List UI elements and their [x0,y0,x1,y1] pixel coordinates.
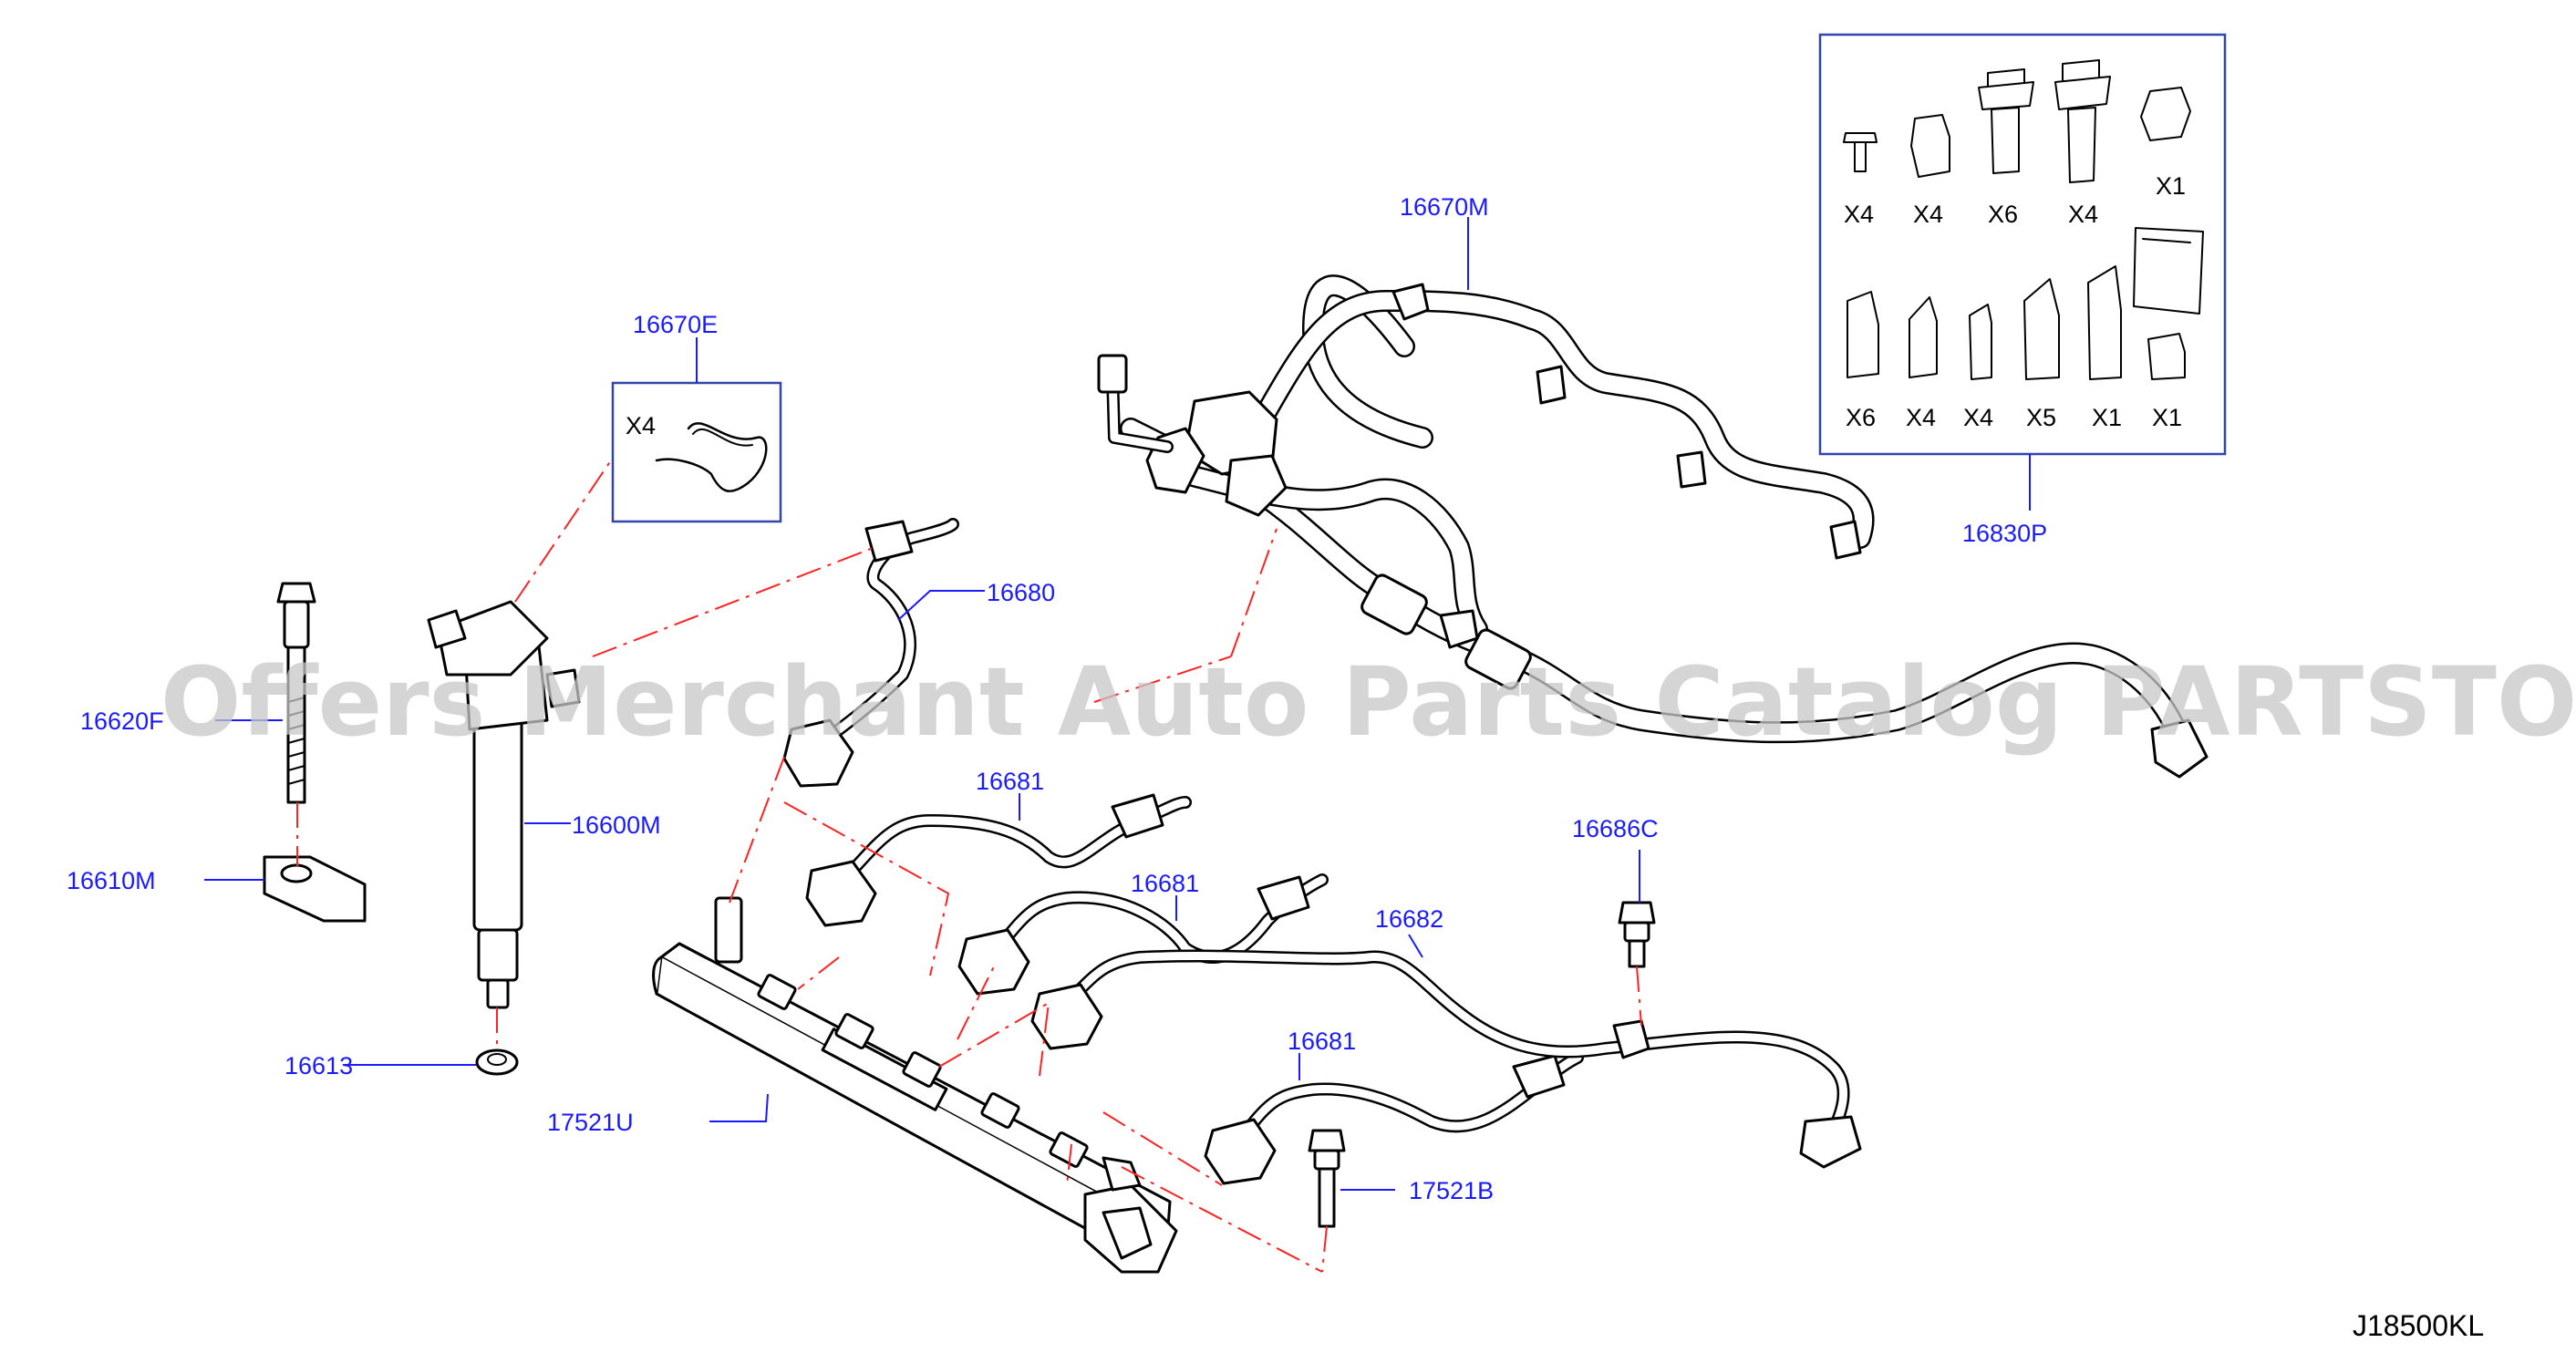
label-16680[interactable]: 16680 [987,579,1055,606]
label-16681-b[interactable]: 16681 [1131,870,1199,897]
injection-tube-a[interactable] [805,793,1192,927]
label-16670M[interactable]: 16670M [1400,193,1489,221]
injection-tube-16680[interactable] [782,518,959,788]
label-16830P[interactable]: 16830P [1962,520,2047,547]
label-16613[interactable]: 16613 [284,1052,353,1079]
fuel-rail[interactable] [652,896,1178,1274]
kit-qty-2-5: X1 [2092,404,2122,431]
label-16610M[interactable]: 16610M [67,867,156,894]
watermark-text: Offers Merchant Auto Parts Catalog PARTS… [160,646,2576,758]
return-hose-assembly[interactable] [1097,274,2209,779]
kit-qty-1-3: X6 [1988,201,2018,228]
kit-qty-1-4: X4 [2068,201,2098,228]
label-17521B[interactable]: 17521B [1409,1177,1494,1204]
rail-bolt[interactable] [1308,1129,1346,1228]
diagram-code: J18500KL [2353,1309,2484,1342]
kit-qty-1-5: X1 [2156,172,2186,200]
kit-detail-box [1818,33,2227,456]
label-16686C[interactable]: 16686C [1572,815,1659,842]
label-16681-a[interactable]: 16681 [976,768,1044,795]
injection-tube-c[interactable] [1204,1051,1584,1185]
kit-qty-2-4: X5 [2026,404,2056,431]
injector-washer[interactable] [475,1048,519,1076]
injector-clamp[interactable] [263,855,367,923]
injector-nozzle[interactable] [427,600,581,1009]
label-17521U[interactable]: 17521U [547,1109,634,1136]
clip-qty: X4 [626,412,656,439]
kit-qty-2-3: X4 [1963,404,1993,431]
label-16682[interactable]: 16682 [1375,905,1443,933]
quantity-labels: X4 X4 X4 X6 X4 X1 X6 X4 X4 X5 X1 X1 [626,172,2186,439]
part-number-labels: 16670M 16670E 16680 16620F 16600M 16610M… [67,193,2047,1204]
kit-qty-2-2: X4 [1906,404,1936,431]
bracket-bolt[interactable] [1618,901,1656,968]
kit-qty-2-6: X1 [2152,404,2182,431]
injection-tube-16682[interactable] [1030,949,1862,1169]
clamp-bolt[interactable] [276,582,316,804]
kit-qty-2-1: X6 [1846,404,1876,431]
kit-qty-1-1: X4 [1844,201,1874,228]
label-16681-c[interactable]: 16681 [1288,1028,1356,1055]
label-16620[interactable]: 16620F [80,707,164,735]
clip-detail-box [611,381,782,523]
leader-lines [204,217,2031,1191]
kit-qty-1-2: X4 [1913,201,1943,228]
phantom-lines [296,460,1642,1273]
injection-tube-b[interactable] [957,873,1329,996]
label-16600M[interactable]: 16600M [572,811,661,839]
label-16670E[interactable]: 16670E [633,311,718,338]
